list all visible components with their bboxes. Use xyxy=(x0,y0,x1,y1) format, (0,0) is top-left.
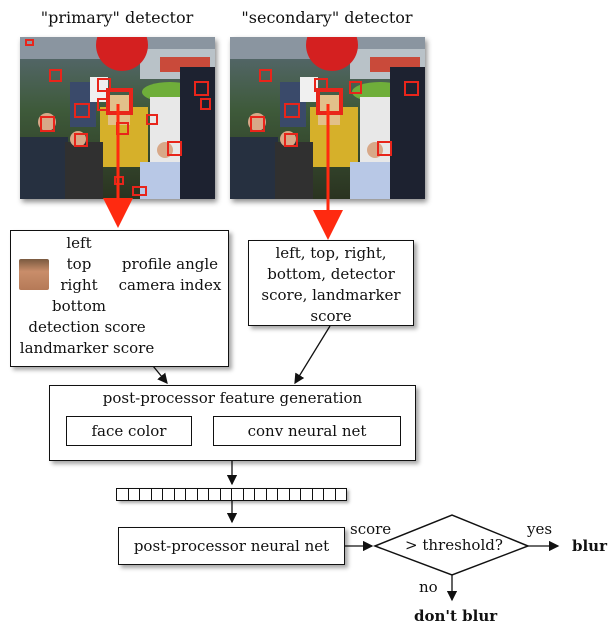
post-processor-neural-net-box: post-processor neural net xyxy=(118,527,345,565)
face-color-box: face color xyxy=(66,416,192,446)
primary-field-top: top xyxy=(66,255,92,273)
secondary-detector-title: "secondary" detector xyxy=(241,8,413,27)
threshold-diamond xyxy=(372,514,531,576)
primary-field-bottom: bottom xyxy=(52,297,106,315)
primary-field-landmarker-score: landmarker score xyxy=(19,339,155,357)
feature-generation-title: post-processor feature generation xyxy=(102,389,363,407)
primary-field-camera-index: camera index xyxy=(118,276,222,294)
feature-generation-box: post-processor feature generation face c… xyxy=(49,385,416,461)
blur-label: blur xyxy=(572,537,607,555)
primary-field-right: right xyxy=(60,276,98,294)
secondary-detector-photo xyxy=(230,37,425,199)
secondary-line-4: score xyxy=(310,307,352,325)
secondary-features-box: left, top, right, bottom, detector score… xyxy=(248,240,414,326)
secondary-line-1: left, top, right, xyxy=(275,244,387,262)
conv-neural-net-box: conv neural net xyxy=(213,416,401,446)
threshold-label: > threshold? xyxy=(405,536,503,554)
primary-detector-title: "primary" detector xyxy=(40,8,194,27)
feature-vector xyxy=(116,488,347,501)
secondary-line-2: bottom, detector xyxy=(267,265,395,283)
dont-blur-label: don't blur xyxy=(414,607,498,625)
primary-field-left: left xyxy=(66,234,92,252)
yes-label: yes xyxy=(527,520,553,538)
primary-field-detection-score: detection score xyxy=(28,318,146,336)
score-label: score xyxy=(350,520,392,538)
feature-vector-cell xyxy=(334,488,347,501)
primary-field-profile-angle: profile angle xyxy=(121,255,219,273)
secondary-line-3: score, landmarker xyxy=(261,286,401,304)
no-label: no xyxy=(419,578,438,596)
secondary-photo-scene xyxy=(230,37,425,199)
red-arrows xyxy=(103,104,343,240)
face-thumbnail xyxy=(19,259,49,290)
primary-features-box: left top right bottom profile angle came… xyxy=(10,230,229,367)
